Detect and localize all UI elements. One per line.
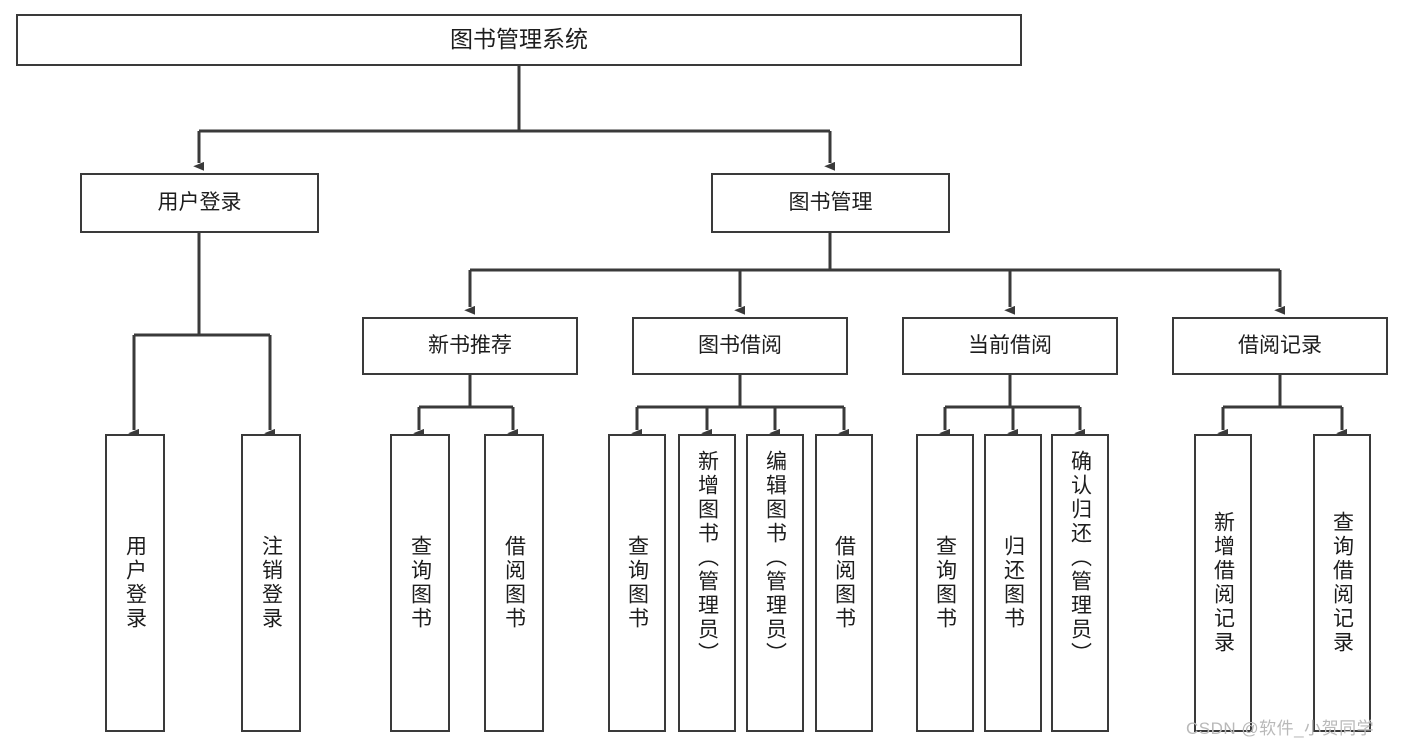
leaf-query-book-borrow[interactable]: 查询图书 [608, 434, 666, 732]
node-label: 借阅记录 [1238, 333, 1322, 357]
node-label: 图书管理系统 [450, 26, 588, 53]
node-borrow-record[interactable]: 借阅记录 [1172, 317, 1388, 375]
node-label: 当前借阅 [968, 333, 1052, 357]
leaf-return-book[interactable]: 归还图书 [984, 434, 1042, 732]
leaf-add-book-admin[interactable]: 新增图书（管理员） [678, 434, 736, 732]
leaf-add-borrow-record[interactable]: 新增借阅记录 [1194, 434, 1252, 732]
node-user-login[interactable]: 用户登录 [80, 173, 319, 233]
node-label: 新书推荐 [428, 333, 512, 357]
leaf-user-login[interactable]: 用户登录 [105, 434, 165, 732]
leaf-edit-book-admin[interactable]: 编辑图书（管理员） [746, 434, 804, 732]
leaf-confirm-return-admin[interactable]: 确认归还（管理员） [1051, 434, 1109, 732]
leaf-query-book-recommend[interactable]: 查询图书 [390, 434, 450, 732]
node-label: 查询借阅记录 [1330, 511, 1354, 655]
node-label: 查询图书 [408, 535, 432, 631]
node-current-borrow[interactable]: 当前借阅 [902, 317, 1118, 375]
node-label: 新增图书（管理员） [695, 450, 719, 666]
leaf-borrow-book[interactable]: 借阅图书 [815, 434, 873, 732]
node-label: 确认归还（管理员） [1068, 450, 1092, 666]
node-label: 用户登录 [157, 190, 242, 214]
leaf-borrow-book-recommend[interactable]: 借阅图书 [484, 434, 544, 732]
leaf-query-borrow-record[interactable]: 查询借阅记录 [1313, 434, 1371, 732]
node-label: 图书管理 [788, 190, 873, 214]
node-label: 查询图书 [625, 535, 649, 631]
node-label: 编辑图书（管理员） [763, 450, 787, 666]
node-book-management[interactable]: 图书管理 [711, 173, 950, 233]
node-label: 借阅图书 [502, 535, 526, 631]
csdn-watermark: CSDN @软件_小贺同学 [1186, 719, 1375, 738]
node-new-book-recommend[interactable]: 新书推荐 [362, 317, 578, 375]
node-label: 归还图书 [1001, 535, 1025, 631]
leaf-user-logout[interactable]: 注销登录 [241, 434, 301, 732]
leaf-query-book-current[interactable]: 查询图书 [916, 434, 974, 732]
node-label: 新增借阅记录 [1211, 511, 1235, 655]
node-label: 借阅图书 [832, 535, 856, 631]
node-root-system[interactable]: 图书管理系统 [16, 14, 1022, 66]
node-label: 查询图书 [933, 535, 957, 631]
node-label: 用户登录 [123, 535, 147, 631]
node-book-borrow[interactable]: 图书借阅 [632, 317, 848, 375]
node-label: 图书借阅 [698, 333, 782, 357]
node-label: 注销登录 [259, 535, 283, 631]
